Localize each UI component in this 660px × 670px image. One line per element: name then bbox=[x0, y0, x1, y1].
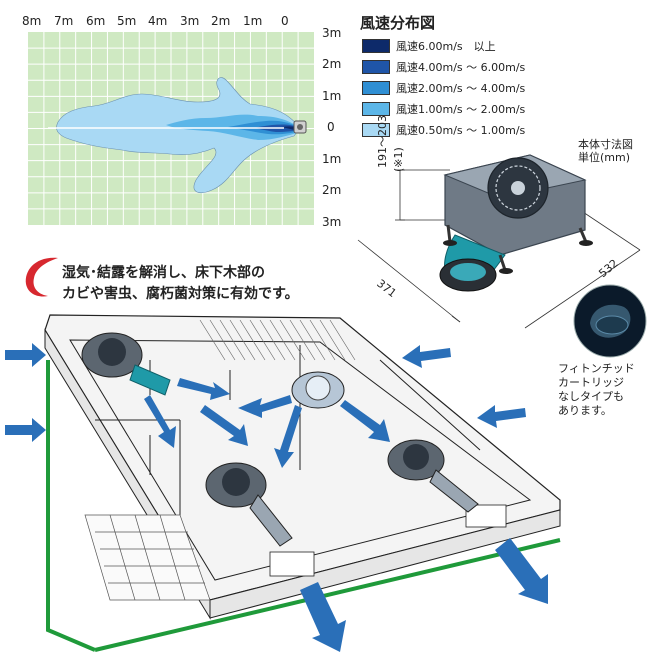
legend-item: 風速4.00m/s 〜 6.00m/s bbox=[362, 59, 525, 75]
legend-swatch bbox=[362, 60, 390, 74]
underfloor-airflow-illustration bbox=[5, 314, 561, 652]
legend-label: 風速2.00m/s 〜 4.00m/s bbox=[396, 82, 526, 95]
unit-fan-icon bbox=[297, 124, 303, 130]
x-tick-label: 0 bbox=[281, 14, 289, 28]
y-tick-label: 3m bbox=[322, 215, 342, 229]
dimension-title-line1: 本体寸法図 bbox=[578, 138, 633, 151]
legend-label: 風速1.00m/s 〜 2.00m/s bbox=[396, 103, 526, 116]
dimension-unit-line: 単位(mm) bbox=[578, 151, 631, 164]
green-border-front bbox=[94, 538, 561, 652]
airflow-arrow-icon bbox=[274, 405, 302, 468]
tiled-area bbox=[84, 514, 211, 601]
y-tick-label: 2m bbox=[322, 57, 342, 71]
legend-swatch bbox=[362, 102, 390, 116]
cartridge-closeup-image bbox=[573, 284, 647, 358]
outflow-arrow-icon bbox=[495, 538, 548, 604]
legend-item: 風速6.00m/s 以上 bbox=[362, 38, 496, 54]
green-border-left bbox=[46, 360, 96, 652]
dimension-title: 本体寸法図 単位(mm) bbox=[578, 138, 633, 164]
x-tick-label: 7m bbox=[54, 14, 74, 28]
legend-label: 風速6.00m/s 以上 bbox=[396, 40, 496, 53]
wind-zone-0.5-1.0 bbox=[56, 77, 301, 193]
x-tick-label: 4m bbox=[148, 14, 168, 28]
legend-swatch bbox=[362, 81, 390, 95]
blower-unit-center bbox=[291, 371, 345, 409]
legend-swatch bbox=[362, 39, 390, 53]
y-tick-label: 0 bbox=[327, 120, 335, 134]
dimension-lines bbox=[357, 169, 641, 329]
slogan-line1: 湿気･結露を解消し、床下木部の bbox=[62, 265, 265, 281]
x-tick-label: 5m bbox=[117, 14, 137, 28]
legend-label: 風速4.00m/s 〜 6.00m/s bbox=[396, 61, 526, 74]
inflow-arrow-icon bbox=[5, 418, 46, 442]
inflow-arrow-icon bbox=[477, 405, 526, 428]
blower-unit-back-left bbox=[81, 332, 171, 396]
inflow-arrow-icon bbox=[402, 345, 451, 368]
y-tick-label: 3m bbox=[322, 26, 342, 40]
red-swoosh-icon bbox=[25, 257, 58, 297]
y-tick-label: 2m bbox=[322, 183, 342, 197]
airflow-arrows bbox=[5, 343, 548, 652]
x-tick-label: 1m bbox=[243, 14, 263, 28]
y-tick-label: 1m bbox=[322, 89, 342, 103]
airflow-arrow-icon bbox=[340, 400, 390, 442]
airflow-arrow-icon bbox=[177, 378, 230, 400]
x-tick-label: 3m bbox=[180, 14, 200, 28]
note-line4: あります。 bbox=[558, 404, 612, 417]
legend-swatch bbox=[362, 123, 390, 137]
x-tick-label: 6m bbox=[86, 14, 106, 28]
front-vents bbox=[269, 504, 507, 577]
x-tick-label: 2m bbox=[211, 14, 231, 28]
note-line1: フィトンチッド bbox=[558, 362, 635, 375]
airflow-arrow-icon bbox=[200, 405, 248, 446]
outflow-arrow-icon bbox=[300, 582, 346, 652]
slogan-line2: カビや害虫、腐朽菌対策に有効です。 bbox=[62, 286, 299, 302]
dimension-drawing bbox=[357, 154, 641, 329]
inflow-arrow-icon bbox=[5, 343, 46, 367]
blower-unit-front-right bbox=[387, 439, 479, 513]
height-dimension-note: (※1) bbox=[392, 147, 405, 172]
height-dimension-label: 191〜203 bbox=[376, 115, 389, 168]
legend-item: 風速1.00m/s 〜 2.00m/s bbox=[362, 101, 525, 117]
airflow-arrow-icon bbox=[144, 395, 176, 448]
x-tick-label: 8m bbox=[22, 14, 42, 28]
note-line2: カートリッジ bbox=[558, 376, 624, 389]
note-line3: なしタイプも bbox=[558, 390, 624, 403]
legend-item: 風速2.00m/s 〜 4.00m/s bbox=[362, 80, 525, 96]
airflow-arrow-icon bbox=[238, 395, 292, 418]
blower-unit-illustration bbox=[439, 154, 593, 292]
foundation-walls bbox=[44, 314, 561, 620]
legend-item: 風速0.50m/s 〜 1.00m/s bbox=[362, 122, 525, 138]
y-tick-label: 1m bbox=[322, 152, 342, 166]
blower-unit-front-left bbox=[205, 462, 293, 547]
legend-label: 風速0.50m/s 〜 1.00m/s bbox=[396, 124, 526, 137]
wind-grid-plot bbox=[28, 32, 314, 225]
legend-title: 風速分布図 bbox=[360, 14, 436, 32]
